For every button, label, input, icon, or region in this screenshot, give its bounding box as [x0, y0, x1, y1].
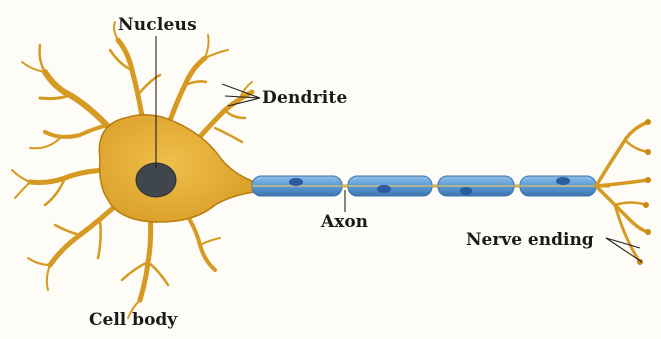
nerve-ending [596, 122, 648, 262]
synaptic-knobs [637, 119, 651, 265]
dendrite-label: Dendrite [262, 90, 348, 107]
axon-label: Axon [321, 214, 368, 231]
nerve-ending-leader [606, 238, 642, 262]
nucleus-label: Nucleus [118, 17, 197, 34]
cell-body-label: Cell body [89, 312, 177, 329]
leader-lines [156, 36, 642, 262]
cell-body [99, 115, 255, 222]
nerve-ending-label: Nerve ending [466, 232, 594, 249]
myelin-sheath [252, 176, 596, 196]
nucleus-shape [136, 163, 176, 197]
